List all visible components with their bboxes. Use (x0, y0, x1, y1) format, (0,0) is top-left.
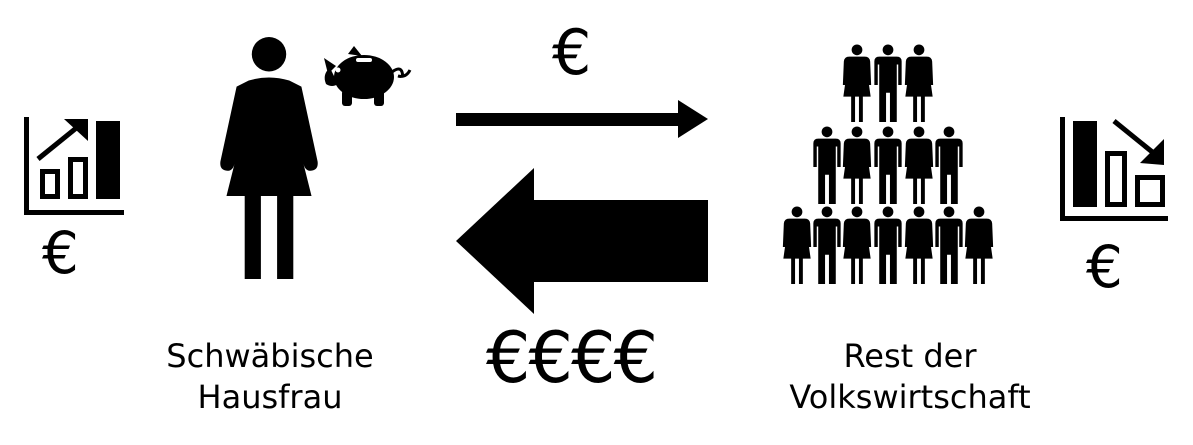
right-label-line1: Rest der (843, 337, 977, 375)
top-currency-symbol: € (552, 16, 592, 89)
arrow-right-thin-icon (456, 100, 708, 138)
left-currency-symbol: € (42, 219, 79, 287)
arrow-left-thick-icon (456, 168, 708, 314)
bottom-currency-symbols: €€€€ (486, 317, 658, 399)
right-label-line2: Volkswirtschaft (789, 378, 1031, 416)
right-label: Rest der Volkswirtschaft (760, 336, 1060, 418)
left-label: Schwäbische Hausfrau (130, 336, 410, 418)
bar-chart-rising-icon (24, 117, 124, 215)
right-currency-symbol: € (1086, 233, 1123, 301)
people-pyramid-icon (782, 44, 994, 284)
bar-chart-falling-icon (1060, 117, 1168, 221)
left-label-line2: Hausfrau (197, 378, 343, 416)
woman-icon (220, 37, 318, 279)
piggy-bank-icon (324, 46, 412, 106)
left-label-line1: Schwäbische (166, 337, 374, 375)
